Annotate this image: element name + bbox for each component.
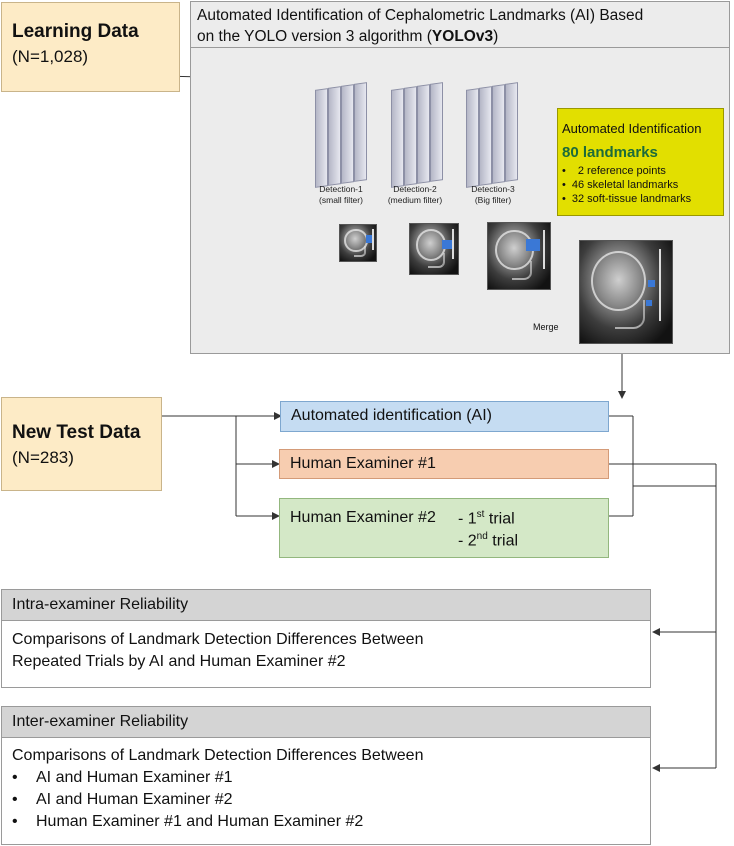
list-item: AI and Human Examiner #1 [12,767,650,789]
test-data-box: New Test Data (N=283) [1,397,162,491]
ai-landmark-total: 80 landmarks [562,144,658,161]
ai-summary-heading: Automated Identification [562,121,702,136]
xray-detection-3 [487,222,551,290]
test-data-count: (N=283) [12,448,74,467]
trial-1-label: - 1st trial [458,509,515,528]
intra-reliability-body: Comparisons of Landmark Detection Differ… [1,620,651,688]
merge-label: Merge [533,322,559,332]
yolo-label: YOLOv3 [431,28,494,45]
human-examiner-2-name: Human Examiner #2 [290,509,436,526]
list-item: Human Examiner #1 and Human Examiner #2 [12,811,650,833]
list-item: 32 soft-tissue landmarks [562,192,723,206]
panel-title-line2: on the YOLO version 3 algorithm (YOLOv3) [197,28,499,45]
ai-examiner-box: Automated identification (AI) [280,401,609,432]
panel-title-line1: Automated Identification of Cephalometri… [197,7,644,24]
human-examiner-2-box: Human Examiner #2 - 1st trial - 2nd tria… [279,498,609,558]
list-item: 2 reference points [562,164,723,178]
learning-data-count: (N=1,028) [12,47,89,66]
detection-2-label: Detection-2 (medium filter) [387,184,443,205]
list-item: 46 skeletal landmarks [562,178,723,192]
panel-divider [191,47,729,48]
filter-stack-3 [466,82,522,195]
ai-summary-panel: Automated Identification 80 landmarks 2 … [557,108,724,216]
xray-detection-2 [409,223,459,275]
xray-detection-1 [339,224,377,262]
detection-1-label: Detection-1 (small filter) [319,184,363,205]
learning-data-box: Learning Data (N=1,028) [1,2,180,92]
human-examiner-1-box: Human Examiner #1 [279,449,609,479]
intra-reliability-header: Intra-examiner Reliability [1,589,651,621]
learning-data-title: Learning Data [12,21,139,42]
test-data-title: New Test Data [12,422,141,443]
inter-reliability-header: Inter-examiner Reliability [1,706,651,738]
trial-2-label: - 2nd trial [458,531,519,550]
inter-reliability-body: Comparisons of Landmark Detection Differ… [1,737,651,845]
ai-landmark-list: 2 reference points 46 skeletal landmarks… [562,164,723,206]
panel-title: Automated Identification of Cephalometri… [197,5,725,49]
detection-3-label: Detection-3 (Big filter) [471,184,515,205]
xray-merged [579,240,673,344]
filter-stack-2 [391,82,447,195]
filter-stack-1 [315,82,371,195]
list-item: AI and Human Examiner #2 [12,789,650,811]
yolo-panel: Automated Identification of Cephalometri… [190,1,730,354]
